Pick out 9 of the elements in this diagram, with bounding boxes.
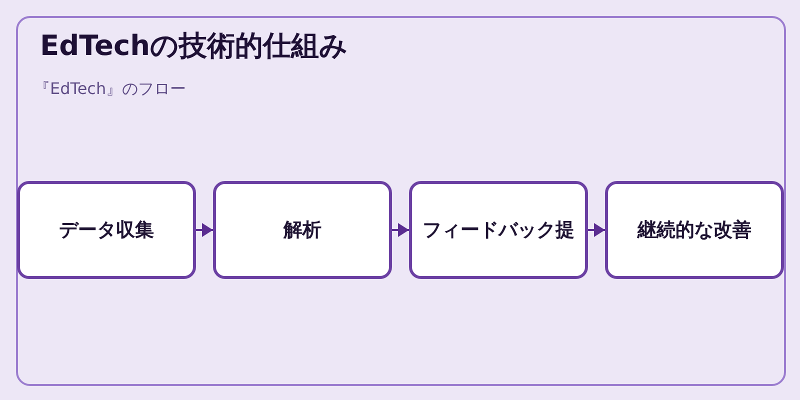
process-box: データ収集: [17, 181, 196, 279]
subtitle: 『EdTech』のフロー: [34, 78, 186, 100]
arrow: [196, 223, 213, 237]
arrow: [588, 223, 605, 237]
process-box: フィードバック提: [409, 181, 588, 279]
process-box: 継続的な改善: [605, 181, 784, 279]
process-box: 解析: [213, 181, 392, 279]
arrow: [392, 223, 409, 237]
title: EdTechの技術的仕組み: [40, 28, 348, 64]
